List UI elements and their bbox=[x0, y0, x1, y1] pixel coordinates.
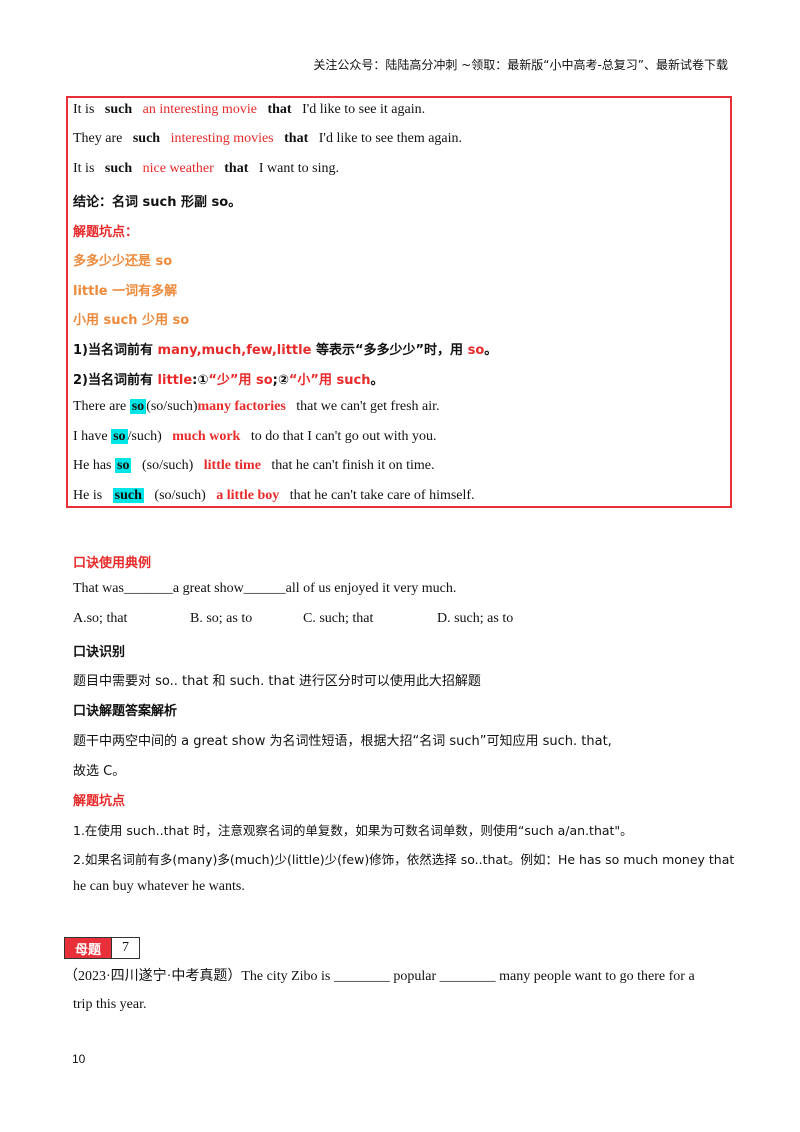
identify-text: 题目中需要对 so.. that 和 such. that 进行区分时可以使用此… bbox=[73, 674, 481, 689]
answer-highlight: so bbox=[129, 399, 147, 414]
text: He has bbox=[73, 458, 112, 473]
example-line-3: He has so (so/such) little time that he … bbox=[73, 458, 435, 474]
text: (so/such) bbox=[154, 488, 206, 503]
option-c: C. such; that bbox=[303, 611, 374, 626]
highlight-little: little bbox=[157, 373, 193, 388]
answer-highlight: such bbox=[112, 488, 144, 503]
text: I'd like to see it again. bbox=[302, 102, 426, 117]
text: that he can't finish it on time. bbox=[271, 458, 435, 473]
question-7-line-1: （2023·四川遂宁·中考真题）The city Zibo is _______… bbox=[64, 969, 695, 984]
text: It is bbox=[73, 161, 95, 176]
keyword-such: such bbox=[132, 131, 161, 146]
example-line-2: I have so/such) much work to do that I c… bbox=[73, 429, 437, 445]
option-d: D. such; as to bbox=[437, 611, 514, 626]
tag-label: 母题 bbox=[65, 938, 111, 958]
text: (so/such) bbox=[146, 399, 198, 414]
rule-2: 2)当名词前有 little:①“少”用 so;②“小”用 such。 bbox=[73, 369, 383, 388]
keyword-that: that bbox=[267, 102, 292, 117]
analysis-line-2: 故选 C。 bbox=[73, 764, 126, 779]
text: 2)当名词前有 bbox=[73, 373, 153, 388]
text: (so/such) bbox=[141, 458, 194, 473]
orange-rule-1: 多多少少还是 so bbox=[73, 254, 173, 269]
conclusion: 结论：名词 such 形副 so。 bbox=[73, 195, 242, 210]
identify-title: 口诀识别 bbox=[73, 645, 126, 660]
keyword-such: such bbox=[104, 102, 133, 117]
example-line-1: There are so(so/such)many factories that… bbox=[73, 399, 440, 415]
noun-phrase: a little boy bbox=[216, 488, 280, 503]
text: to do that I can't go out with you. bbox=[250, 429, 437, 444]
text: that we can't get fresh air. bbox=[296, 399, 440, 414]
text: 。 bbox=[484, 343, 498, 358]
highlight-few-so: “少”用 so bbox=[208, 373, 273, 388]
text: :① bbox=[192, 373, 209, 388]
box-line-2: They are such interesting movies that I'… bbox=[73, 131, 462, 147]
noun-phrase: much work bbox=[172, 429, 241, 444]
analysis-line-1: 题干中两空中间的 a great show 为名词性短语，根据大招“名词 suc… bbox=[73, 734, 612, 749]
text: He is bbox=[73, 488, 103, 503]
example-line-4: He is such (so/such) a little boy that h… bbox=[73, 488, 475, 504]
text: It is bbox=[73, 102, 95, 117]
problem-tag: 母题 7 bbox=[64, 937, 140, 959]
analysis-title: 口诀解题答案解析 bbox=[73, 704, 178, 719]
text: 。 bbox=[370, 373, 384, 388]
text: I want to sing. bbox=[258, 161, 339, 176]
keyword-that: that bbox=[224, 161, 249, 176]
rule-1: 1)当名词前有 many,much,few,little 等表示“多多少少”时，… bbox=[73, 339, 497, 358]
noun-phrase: nice weather bbox=[142, 161, 214, 176]
answer-highlight: so bbox=[111, 429, 128, 444]
page-number: 10 bbox=[72, 1052, 86, 1066]
text: I'd like to see them again. bbox=[318, 131, 463, 146]
answer-highlight: so bbox=[115, 458, 132, 473]
text: They are bbox=[73, 131, 123, 146]
option-b: B. so; as to bbox=[190, 611, 253, 626]
question-text: That was_______a great show______all of … bbox=[73, 581, 457, 596]
question-7-line-2: trip this year. bbox=[73, 997, 147, 1012]
text: 1)当名词前有 bbox=[73, 343, 153, 358]
text: /such) bbox=[127, 429, 162, 444]
noun-phrase: many factories bbox=[197, 399, 286, 414]
box-line-1: It is such an interesting movie that I'd… bbox=[73, 102, 425, 118]
pit-1: 1.在使用 such..that 时，注意观察名词的单复数，如果为可数名词单数，… bbox=[73, 823, 633, 838]
text: ;② bbox=[272, 373, 289, 388]
rule-box bbox=[66, 96, 732, 508]
orange-rule-3: 小用 such 少用 so bbox=[73, 313, 190, 328]
text: that he can't take care of himself. bbox=[289, 488, 475, 503]
noun-phrase: interesting movies bbox=[170, 131, 274, 146]
text: 等表示“多多少少”时，用 bbox=[315, 343, 464, 358]
tag-number: 7 bbox=[111, 938, 139, 958]
highlight-small-such: “小”用 such bbox=[288, 373, 371, 388]
option-a: A.so; that bbox=[73, 611, 128, 626]
keyword-that: that bbox=[284, 131, 309, 146]
pit-title: 解题坑点： bbox=[73, 225, 139, 240]
orange-rule-2: little 一词有多解 bbox=[73, 284, 178, 299]
text: I have bbox=[73, 429, 108, 444]
page-header: 关注公众号：陆陆高分冲刺 ~领取：最新版“小中高考-总复习”、最新试卷下载 bbox=[313, 58, 728, 72]
example-title: 口诀使用典例 bbox=[73, 556, 152, 571]
highlight-words: many,much,few,little bbox=[157, 343, 312, 358]
text: There are bbox=[73, 399, 127, 414]
pits-title: 解题坑点 bbox=[73, 794, 126, 809]
pit-2: 2.如果名词前有多(many)多(much)少(little)少(few)修饰，… bbox=[73, 852, 735, 867]
pit-2-cont: he can buy whatever he wants. bbox=[73, 879, 245, 894]
box-line-3: It is such nice weather that I want to s… bbox=[73, 161, 339, 177]
keyword-such: such bbox=[104, 161, 133, 176]
noun-phrase: an interesting movie bbox=[142, 102, 257, 117]
highlight-so: so bbox=[467, 343, 485, 358]
noun-phrase: little time bbox=[203, 458, 261, 473]
